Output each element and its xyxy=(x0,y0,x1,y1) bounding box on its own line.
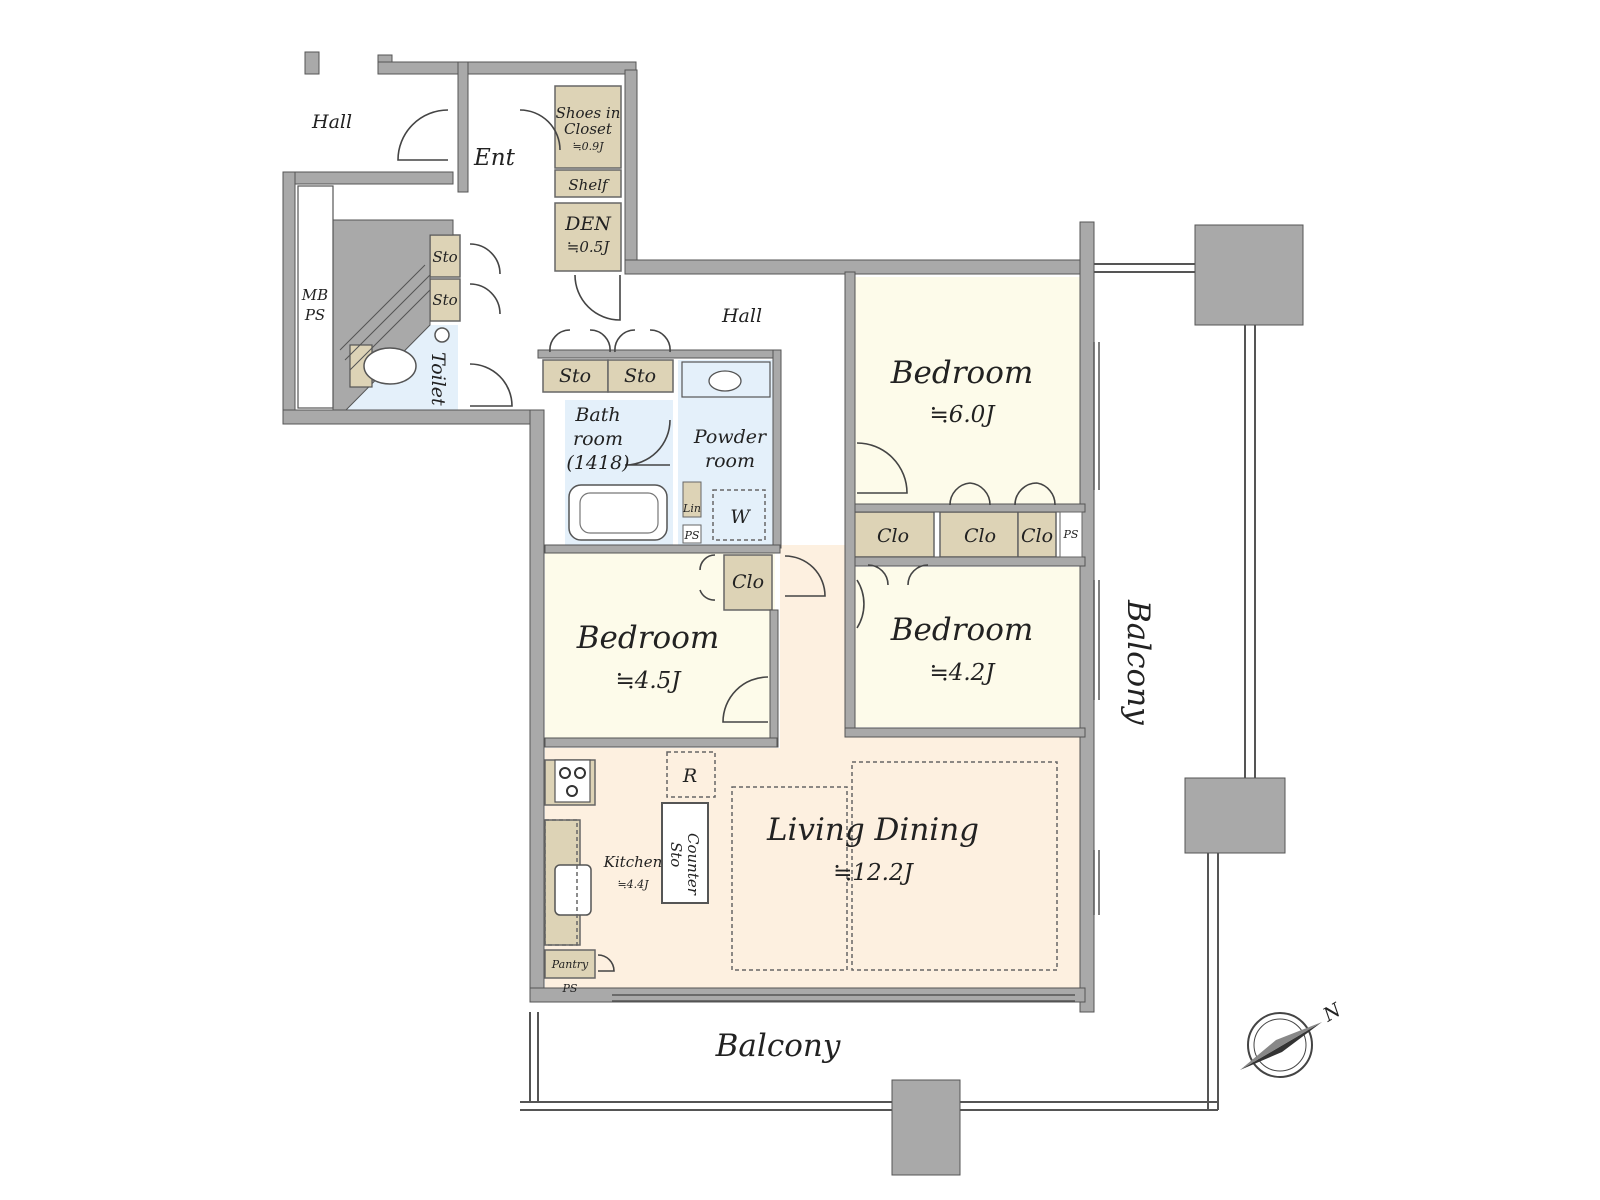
shoes-closet-label-1: Shoes in xyxy=(556,104,621,122)
bathtub-fixture xyxy=(568,484,668,541)
hall-inner-label: Hall xyxy=(721,305,762,327)
compass-north-label: N xyxy=(1319,998,1346,1027)
stove-fixture xyxy=(554,759,591,803)
mbps-label-2: PS xyxy=(304,306,325,324)
mbps-box xyxy=(297,185,334,409)
sto-b-label: Sto xyxy=(432,291,457,309)
washbasin-fixture xyxy=(681,361,771,398)
linen-label: Lin xyxy=(682,502,701,515)
balcony-rails xyxy=(520,263,1256,1111)
balcony-bottom-label: Balcony xyxy=(715,1028,841,1064)
bedroom-a-label: Bedroom xyxy=(890,355,1034,391)
toilet-fixture xyxy=(349,327,450,388)
kitchen-sink xyxy=(554,864,592,916)
sto-a-label: Sto xyxy=(432,248,457,266)
sto-d-label: Sto xyxy=(624,365,656,387)
sto-c-label: Sto xyxy=(559,365,591,387)
den-size: ≒0.5J xyxy=(567,238,610,256)
living-area-dash xyxy=(851,761,1058,971)
mbps-hatch xyxy=(339,264,431,371)
bedroom-42-floor xyxy=(855,567,1085,727)
windows-bottom xyxy=(612,994,1075,1002)
living-dining-size: ≒12.2J xyxy=(833,860,914,886)
den-label: DEN xyxy=(564,213,612,235)
compass-icon xyxy=(1240,1012,1322,1078)
shoes-closet-size: ≒0.9J xyxy=(572,140,604,153)
ps-kitchen-label: PS xyxy=(562,982,578,995)
ps-bath-label: PS xyxy=(684,529,700,542)
balcony-right-label: Balcony xyxy=(1120,599,1156,725)
bedroom-b-size: ≒4.5J xyxy=(615,668,682,694)
kitchen-size: ≒4.4J xyxy=(617,878,649,891)
balcony-columns xyxy=(891,224,1304,1176)
bedroom-6-floor xyxy=(855,277,1085,504)
bedroom-c-label: Bedroom xyxy=(890,612,1034,648)
living-dining-label: Living Dining xyxy=(766,812,979,848)
dining-area-dash xyxy=(731,786,848,971)
washer-space xyxy=(712,489,766,541)
counter-sto-label-1: Counter xyxy=(684,833,702,896)
refrigerator-space xyxy=(666,751,716,798)
powder-room-label-2: room xyxy=(705,450,755,472)
washer-label: W xyxy=(730,506,751,528)
door-swings xyxy=(397,109,1056,972)
counter-sto-label-2: Sto xyxy=(667,842,685,867)
clo-b-label: Clo xyxy=(964,525,996,547)
bathroom-label-1: Bath xyxy=(574,404,620,426)
shoes-closet-label-2: Closet xyxy=(564,120,613,138)
pantry-label: Pantry xyxy=(551,958,589,971)
linen-box xyxy=(682,481,702,518)
ps-bath-box xyxy=(682,524,702,544)
mbps-label-1: MB xyxy=(301,286,328,304)
clo-c-label: Clo xyxy=(1021,525,1053,547)
bathroom-label-2: room xyxy=(573,428,623,450)
shelf-label: Shelf xyxy=(568,176,610,194)
bedroom-a-size: ≒6.0J xyxy=(929,402,996,428)
kitchen-counter-dash xyxy=(544,819,578,946)
powder-room-label-1: Powder xyxy=(693,426,768,448)
ps-right-box xyxy=(1059,511,1083,558)
hall-outer-label: Hall xyxy=(311,111,352,133)
windows-right xyxy=(1093,342,1100,915)
ps-right-label: PS xyxy=(1063,528,1079,541)
bathroom-label-3: (1418) xyxy=(566,452,629,474)
refrigerator-label: R xyxy=(682,765,697,787)
clo-d-label: Clo xyxy=(732,571,764,593)
kitchen-label: Kitchen xyxy=(603,853,663,871)
bedroom-c-size: ≒4.2J xyxy=(929,660,996,686)
entrance-label: Ent xyxy=(473,145,516,171)
clo-a-label: Clo xyxy=(877,525,909,547)
bedroom-b-label: Bedroom xyxy=(576,620,720,656)
toilet-label: Toilet xyxy=(427,352,449,406)
counter-storage xyxy=(661,802,709,904)
